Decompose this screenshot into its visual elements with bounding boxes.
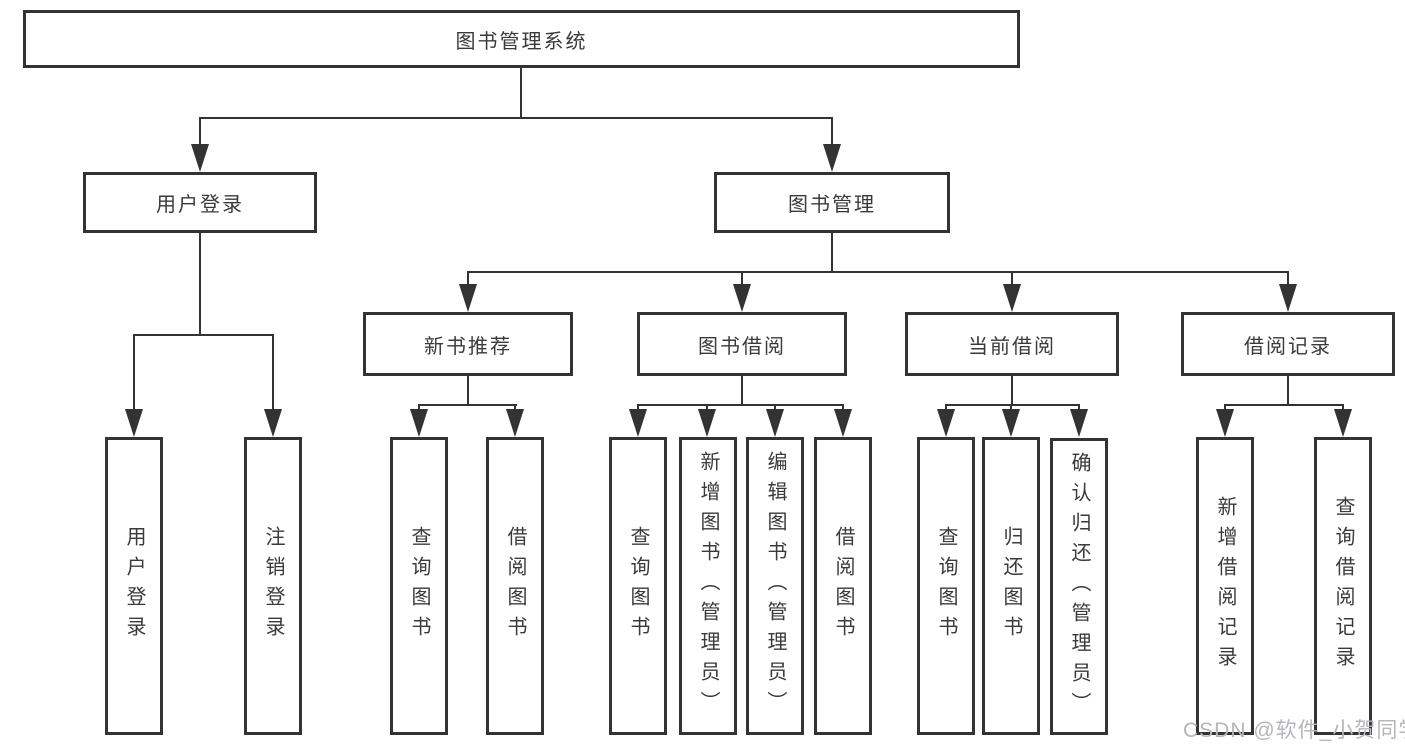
node-book-borrowing: 图书借阅 [637,312,847,376]
connector-line [418,404,420,412]
arrow-down-icon [766,409,784,437]
node-label: 用户登录 [123,526,145,646]
connector-line [467,375,469,406]
node-current-borrowing: 当前借阅 [905,312,1119,376]
arrow-down-icon [506,409,524,437]
leaf-query-borrow-record: 查询借阅记录 [1314,437,1372,735]
arrow-down-icon [1279,284,1297,312]
node-label: 图书借阅 [698,335,786,358]
connector-line [637,404,844,406]
leaf-return-books: 归还图书 [982,437,1040,735]
leaf-borrow-books: 借阅图书 [814,437,872,735]
csdn-watermark: CSDN @软件_小贺同学 [1183,719,1405,742]
leaf-query-books-recommend: 查询图书 [390,437,448,735]
connector-line [1010,404,1012,412]
leaf-logout: 注销登录 [244,437,302,735]
node-label: 用户登录 [156,194,244,216]
arrow-down-icon [1216,409,1234,437]
node-label: 查询借阅记录 [1332,496,1354,676]
connector-line [1078,404,1080,412]
connector-line [774,404,776,412]
node-label: 借阅图书 [504,526,526,646]
connector-line [467,271,469,286]
connector-line [1011,375,1013,406]
connector-line [199,117,833,119]
connector-line [842,404,844,412]
leaf-query-books-current: 查询图书 [917,437,975,735]
connector-line [637,404,639,412]
arrow-down-icon [733,284,751,312]
node-label: 查询图书 [408,526,430,646]
node-label: 归还图书 [1000,526,1022,646]
connector-line [706,404,708,412]
connector-line [1342,404,1344,412]
leaf-user-login: 用户登录 [105,437,163,735]
node-borrowing-records: 借阅记录 [1181,312,1395,376]
arrow-down-icon [191,144,209,172]
node-label: 查询图书 [935,526,957,646]
node-new-book-recommendation: 新书推荐 [363,312,573,376]
connector-line [945,404,947,412]
connector-line [831,117,833,146]
connector-line [831,233,833,273]
arrow-down-icon [1002,409,1020,437]
node-label: 查询图书 [627,526,649,646]
node-label: 借阅图书 [832,526,854,646]
leaf-borrow-books-recommend: 借阅图书 [486,437,544,735]
connector-line [520,68,522,118]
connector-line [741,271,743,286]
connector-line [514,404,516,412]
leaf-add-borrow-record: 新增借阅记录 [1196,437,1254,735]
node-label: 确认归还（管理员） [1068,451,1090,722]
arrow-down-icon [834,409,852,437]
leaf-edit-books-admin: 编辑图书（管理员） [746,437,804,735]
arrow-down-icon [823,144,841,172]
node-library-management-system: 图书管理系统 [23,10,1020,68]
arrow-down-icon [1070,409,1088,437]
node-label: 注销登录 [262,526,284,646]
arrow-down-icon [629,409,647,437]
connector-line [272,334,274,411]
connector-line [945,404,1080,406]
node-label: 借阅记录 [1244,335,1332,358]
connector-line [133,334,135,411]
connector-line [741,375,743,406]
node-book-management: 图书管理 [714,172,950,233]
connector-line [1011,271,1013,286]
arrow-down-icon [125,409,143,437]
leaf-query-books-borrow: 查询图书 [609,437,667,735]
arrow-down-icon [459,284,477,312]
arrow-down-icon [264,409,282,437]
connector-line [1287,375,1289,406]
node-label: 新增图书（管理员） [697,451,719,721]
leaf-confirm-return-admin: 确认归还（管理员） [1050,438,1108,735]
arrow-down-icon [1334,409,1352,437]
connector-line [199,117,201,146]
arrow-down-icon [937,409,955,437]
node-label: 当前借阅 [968,335,1056,358]
connector-line [1224,404,1226,412]
arrow-down-icon [410,409,428,437]
connector-line [1287,271,1289,286]
connector-line [467,271,1289,273]
node-label: 新书推荐 [424,335,512,358]
connector-line [199,233,201,335]
node-label: 图书管理系统 [455,30,588,53]
node-user-login: 用户登录 [83,172,317,233]
node-label: 编辑图书（管理员） [764,451,786,721]
connector-line [418,404,517,406]
arrow-down-icon [1003,284,1021,312]
connector-line [133,334,274,336]
leaf-add-books-admin: 新增图书（管理员） [679,437,737,735]
node-label: 图书管理 [788,194,876,216]
connector-line [1224,404,1344,406]
node-label: 新增借阅记录 [1214,496,1236,676]
arrow-down-icon [698,409,716,437]
